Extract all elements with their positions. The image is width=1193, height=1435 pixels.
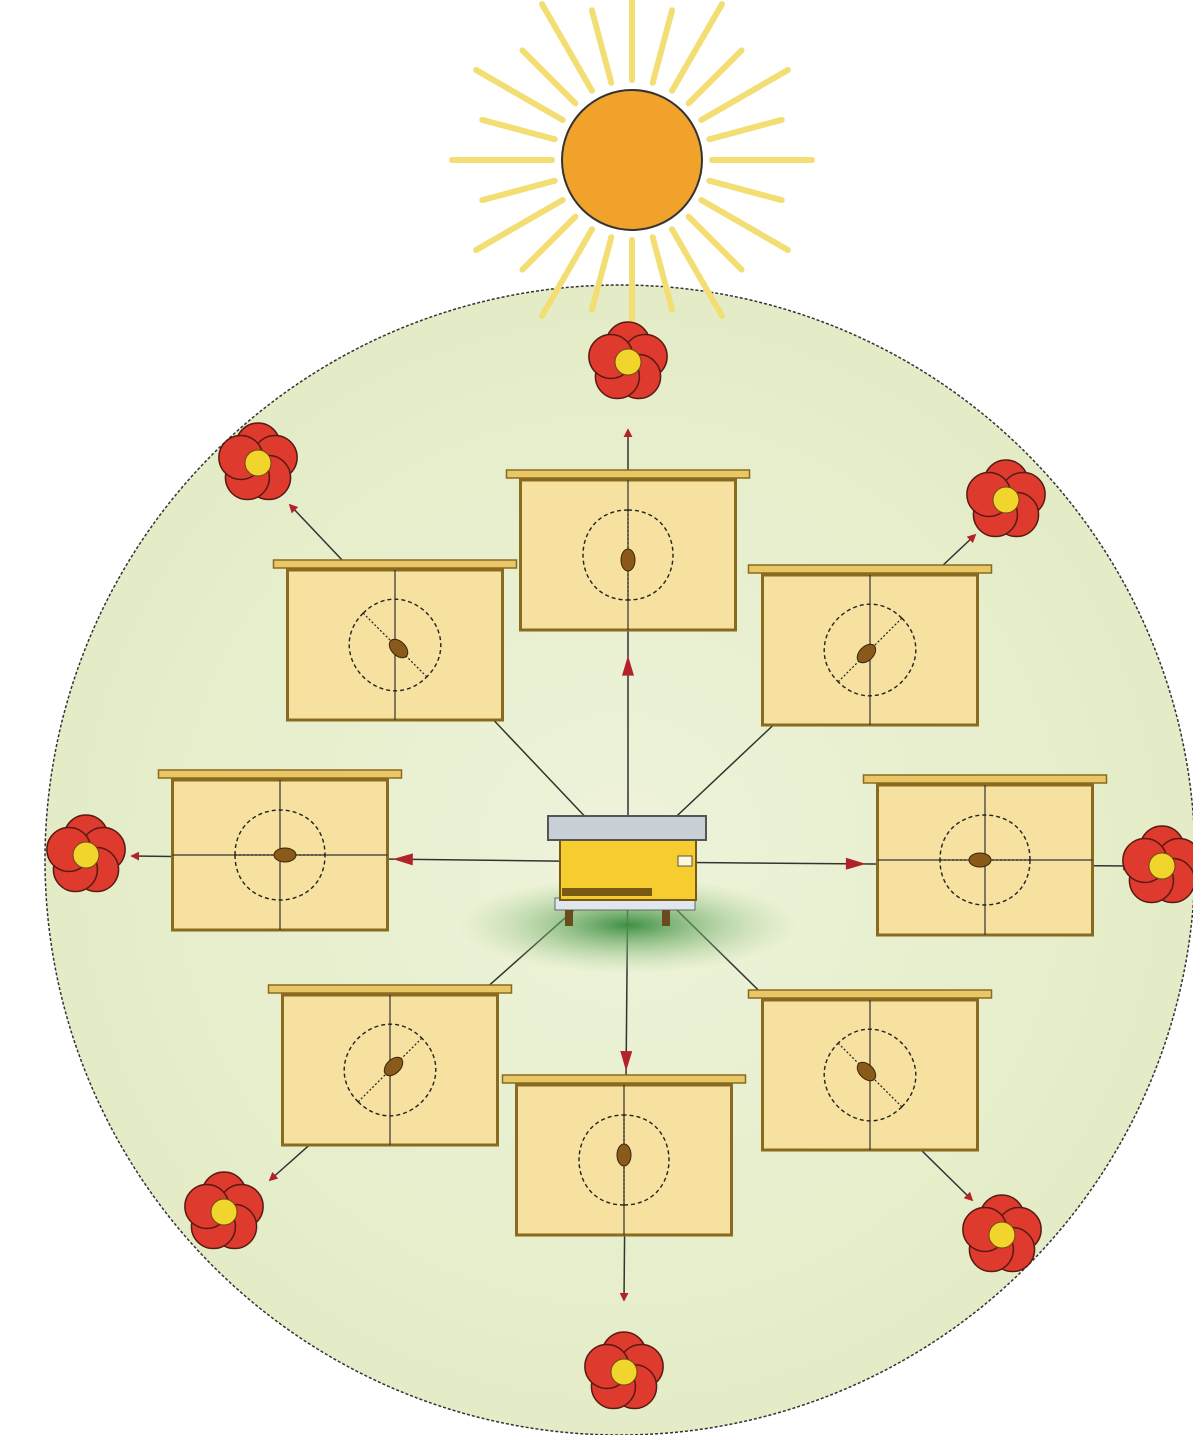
- frame-top-bar: [749, 565, 992, 573]
- dance-frame: [159, 770, 402, 930]
- frame-top-bar: [269, 985, 512, 993]
- sun-ray: [689, 217, 742, 270]
- frame-top-bar: [749, 990, 992, 998]
- flower-center: [245, 450, 271, 476]
- bee-icon: [621, 549, 635, 571]
- dance-frame: [503, 1075, 746, 1235]
- sun-ray: [709, 181, 781, 200]
- sun-core: [562, 90, 702, 230]
- hive-entrance: [562, 888, 652, 896]
- dance-frame: [507, 470, 750, 630]
- sun-ray: [522, 217, 575, 270]
- dance-frame: [274, 560, 517, 720]
- dance-frame: [749, 565, 992, 725]
- sun-ray: [689, 50, 742, 103]
- bee-icon: [617, 1144, 631, 1166]
- bee-icon: [274, 848, 296, 862]
- hive-label: [678, 856, 692, 866]
- hive-roof: [548, 816, 706, 840]
- bee-icon: [969, 853, 991, 867]
- frame-top-bar: [274, 560, 517, 568]
- flower-center: [611, 1359, 637, 1385]
- flower-center: [615, 349, 641, 375]
- sun-ray: [653, 10, 672, 82]
- flower-center: [1149, 853, 1175, 879]
- sun-ray: [482, 181, 554, 200]
- dance-frame: [749, 990, 992, 1150]
- sun-ray: [522, 50, 575, 103]
- flower-center: [211, 1199, 237, 1225]
- frame-top-bar: [503, 1075, 746, 1083]
- sun-ray: [709, 120, 781, 139]
- hive-leg-left: [565, 910, 573, 926]
- dance-frame: [269, 985, 512, 1145]
- sun-ray: [592, 10, 611, 82]
- dance-frame: [864, 775, 1107, 935]
- frame-top-bar: [159, 770, 402, 778]
- frame-top-bar: [864, 775, 1107, 783]
- hive-leg-right: [662, 910, 670, 926]
- sun-icon: [452, 0, 812, 340]
- flower-center: [993, 487, 1019, 513]
- flower-center: [989, 1222, 1015, 1248]
- frame-top-bar: [507, 470, 750, 478]
- flower-center: [73, 842, 99, 868]
- sun-ray: [482, 120, 554, 139]
